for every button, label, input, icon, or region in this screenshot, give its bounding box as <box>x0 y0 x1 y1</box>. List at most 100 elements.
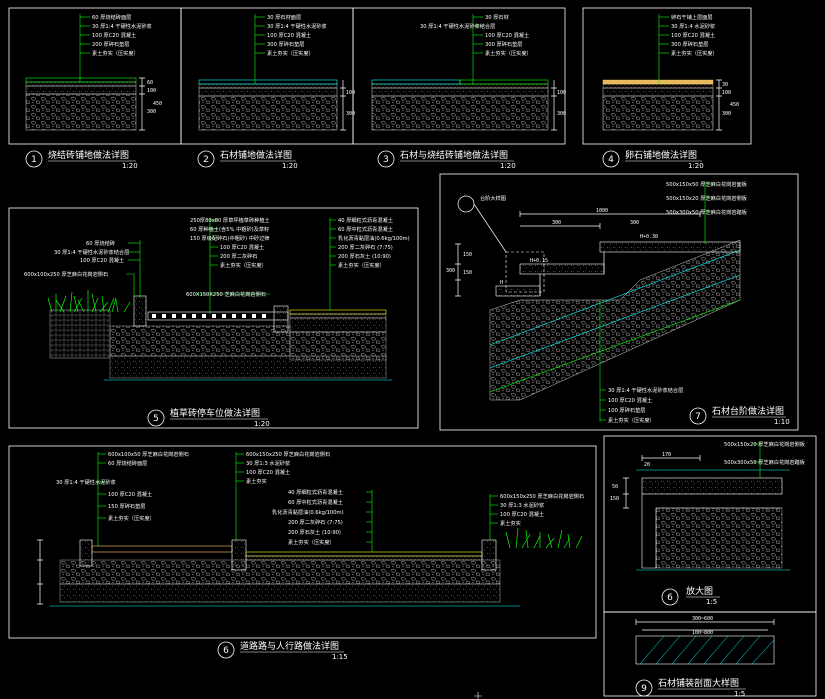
detail-3-concrete-layer <box>371 87 549 97</box>
detail-7-dim-150b: 150 <box>463 270 472 276</box>
detail-5-mid-note-6: 素土夯实（压实度） <box>220 261 267 269</box>
detail-7-step-3 <box>599 241 741 253</box>
detail-5-asphalt-mid <box>289 313 387 319</box>
detail-5-right-note-4: 200 厚二灰碎石 (7:75) <box>338 243 393 251</box>
detail-2-gravel-layer <box>198 95 338 131</box>
detail-4: 卵石干铺上层面层 30 厚1:4 水泥砂浆 100 厚C20 混凝土 300 厚… <box>582 7 752 170</box>
detail-4-badge <box>602 150 620 168</box>
detail-6-road-title: 道路路与人行路做法详图 <box>240 640 339 652</box>
detail-2-note-5: 素土夯实（压实度） <box>267 49 314 57</box>
detail-6-right-note-1: 600x150x250 厚芝麻白花岗岩侧石 <box>500 492 584 500</box>
detail-4-dim-1: 30 <box>722 82 728 88</box>
detail-6-right-note-3: 100 厚C20 混凝土 <box>500 510 544 518</box>
detail-3-scale: 1:20 <box>500 162 516 170</box>
detail-3-note-4: 300 厚碎石垫层 <box>485 40 523 48</box>
detail-6-left-note-6: 素土夯实（压实度） <box>108 514 155 522</box>
detail-3-note-2: 30 厚1:4 干硬性水泥砂浆结合层 <box>420 22 495 30</box>
detail-2-note-4: 300 厚碎石垫层 <box>267 40 305 48</box>
detail-5-frame <box>8 207 419 429</box>
detail-3-note-5: 素土夯实（压实度） <box>485 49 532 57</box>
detail-9: 300~600 100~800 9 石材铺装剖面大样图 1:5 <box>603 611 817 698</box>
detail-6-left-note-1: 600x100x50 厚芝麻白花岗岩侧石 <box>108 450 189 458</box>
detail-6-brick-surface <box>91 545 233 553</box>
detail-6-left-note-3: 30 厚1:4 干硬性水泥砂浆 <box>56 478 116 486</box>
detail-5-title: 植草砖停车位做法详图 <box>170 407 260 419</box>
detail-2-badge <box>197 150 215 168</box>
detail-2-stone-layer <box>198 79 338 85</box>
detail-3-gravel-layer <box>371 95 549 131</box>
detail-6-mid-note-4: 素土夯实 <box>246 477 267 485</box>
detail-4-frame <box>582 7 752 145</box>
detail-4-note-3: 100 厚C20 混凝土 <box>671 31 715 39</box>
detail-9-frame <box>603 611 817 697</box>
detail-6-mid-note-1: 600x150x250 厚芝麻白花岗岩侧石 <box>246 450 330 458</box>
detail-7-top-leaders <box>704 182 712 244</box>
detail-2-dim-line <box>340 80 346 131</box>
detail-5-mid-note-2: 60 厚种植土(含5% 中粗砂)及草籽 <box>190 225 269 233</box>
detail-3-dim-line <box>551 80 557 131</box>
detail-5-subbase <box>289 331 387 361</box>
detail-3-stone-layer <box>371 79 461 85</box>
detail-1-surface-layer <box>25 77 137 83</box>
detail-5-right-note-2: 60 厚中粒式沥青混凝土 <box>338 225 393 233</box>
detail-7-bottom-note-4: 素土夯实（压实度） <box>608 416 655 424</box>
detail-5-left-note-1: 60 厚烧结砖 <box>86 239 115 247</box>
detail-4-title: 卵石铺地做法详图 <box>625 149 697 161</box>
detail-9-title: 石材铺装剖面大样图 <box>658 677 739 689</box>
detail-9-dim-2: 100~800 <box>692 630 713 636</box>
detail-2-note-2: 30 厚1:4 干硬性水泥砂浆 <box>267 22 327 30</box>
detail-2: 30 厚石材面层 30 厚1:4 干硬性水泥砂浆 100 厚C20 混凝土 30… <box>180 7 355 170</box>
detail-5-gravel <box>109 325 291 357</box>
detail-6-road-note-1: 40 厚细粒式沥青混凝土 <box>288 488 343 496</box>
detail-4-scale: 1:20 <box>688 162 704 170</box>
detail-7-top-note-1: 500x150x50 厚芝麻白花岗岩面板 <box>666 180 748 188</box>
detail-2-note-3: 100 厚C20 混凝土 <box>267 31 311 39</box>
detail-7-bottom-note-1: 30 厚1:4 干硬性水泥砂浆结合层 <box>608 386 683 394</box>
detail-3-dim-2: 300 <box>557 111 566 117</box>
detail-5-paver-cells <box>152 314 266 318</box>
detail-5-planter-wall <box>49 309 111 359</box>
detail-enlarged-tread <box>641 477 783 495</box>
detail-enlarged-title: 放大图 <box>686 585 713 597</box>
detail-2-note-1: 30 厚石材面层 <box>267 13 301 21</box>
detail-enlarged-guides <box>636 469 790 571</box>
detail-6-base <box>59 583 501 603</box>
detail-7-top-note-2: 500x150x20 厚芝麻白花岗岩侧板 <box>666 194 748 202</box>
detail-1-badge <box>25 150 43 168</box>
detail-7-dim-300a: 300 <box>552 220 561 226</box>
detail-3-title: 石材与烧结砖铺地做法详图 <box>400 149 508 161</box>
detail-2-title: 石材铺地做法详图 <box>220 149 292 161</box>
detail-7-top-note-3: 500x300x50 厚芝麻白花岗岩踏板 <box>666 208 748 216</box>
detail-1-number: 1 <box>31 155 37 165</box>
detail-7-ref-label: 台阶大样图 <box>480 194 506 202</box>
detail-5-leaders <box>126 218 336 314</box>
detail-3-frame <box>352 7 566 145</box>
detail-6-road-surface <box>245 551 483 557</box>
detail-7-dim-300c: 300 <box>446 268 455 274</box>
detail-5-left-note-3: 100 厚C20 混凝土 <box>80 256 124 264</box>
detail-3-brick-layer <box>459 79 549 85</box>
detail-6-road-badge <box>217 641 235 659</box>
detail-7-bottom-leaders <box>599 300 606 422</box>
detail-7-slab-line-3 <box>489 299 741 393</box>
detail-3-badge <box>377 150 395 168</box>
detail-enlarged-dim-3: 150 <box>610 496 619 502</box>
detail-7-scale: 1:10 <box>774 418 790 426</box>
detail-6-left-note-4: 100 厚C20 混凝土 <box>108 490 152 498</box>
detail-6-plants <box>505 527 583 549</box>
detail-4-dim-line <box>716 79 722 131</box>
detail-1-dim-3: 300 <box>147 109 156 115</box>
detail-1-dim-1: 60 <box>147 80 153 86</box>
detail-9-scale: 1:5 <box>734 690 745 698</box>
detail-5-shrubs <box>47 290 131 313</box>
detail-1-dim-line <box>139 77 145 131</box>
detail-4-pebble-layer <box>602 79 714 85</box>
detail-7-frame <box>439 173 799 431</box>
detail-3-note-3: 100 厚C20 混凝土 <box>485 31 529 39</box>
detail-enlarged: 170 20 150 50 500x150x20 厚芝麻白花岗岩侧板 500x3… <box>603 435 817 613</box>
detail-2-number: 2 <box>203 155 209 165</box>
detail-9-badge <box>635 679 653 697</box>
detail-1: 60 厚烧结砖面层 30 厚1:4 干硬性水泥砂浆 100 厚C20 混凝土 2… <box>8 7 182 170</box>
detail-7-gravel <box>489 239 741 401</box>
detail-5-soil <box>109 355 387 379</box>
